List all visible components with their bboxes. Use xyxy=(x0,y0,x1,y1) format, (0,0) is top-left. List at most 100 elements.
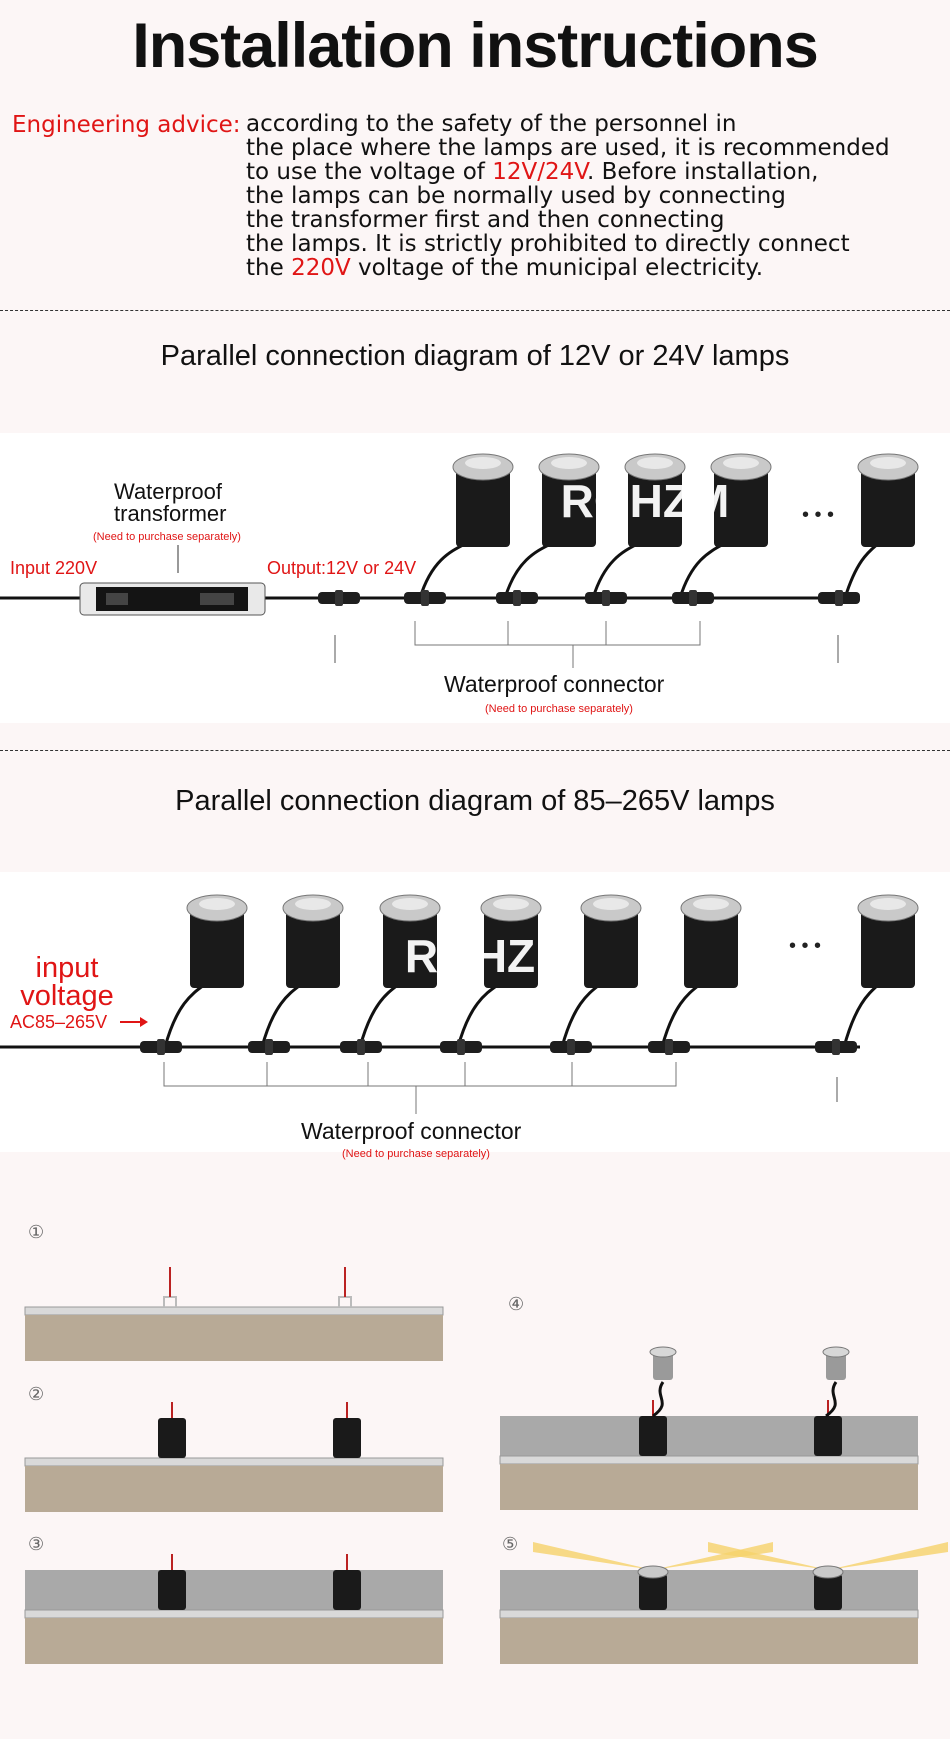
lamp-body xyxy=(484,908,538,988)
embedded-sleeve xyxy=(158,1402,186,1458)
ground-section xyxy=(24,1457,444,1512)
watermark: RGHZM xyxy=(561,475,730,527)
sleeve-body xyxy=(639,1574,667,1610)
advice-text-span: the xyxy=(246,255,292,281)
concrete-layer xyxy=(500,1570,918,1610)
sleeve-body xyxy=(814,1574,842,1610)
ac-range-label: AC85–265V xyxy=(10,1012,108,1032)
light-beam xyxy=(653,1542,773,1570)
diagram2-svg: • • • RGHZ xyxy=(0,894,919,1114)
wire-stub xyxy=(163,1267,177,1307)
sleeve-body xyxy=(158,1418,186,1458)
lamp-body xyxy=(826,1352,846,1380)
light-beam xyxy=(533,1542,653,1570)
wire-stub xyxy=(338,1267,352,1307)
lamp-lens xyxy=(465,457,501,469)
connector-note: (Need to purchase separately) xyxy=(342,1148,490,1160)
lamp-head xyxy=(649,1346,677,1418)
page-title: Installation instructions xyxy=(132,11,819,81)
connector-nut xyxy=(835,590,843,606)
connector-nut xyxy=(513,590,521,606)
pipe-layer xyxy=(499,1455,919,1465)
advice-text: according to the safety of the personnel… xyxy=(246,112,936,280)
advice-line: the place where the lamps are used, it i… xyxy=(246,135,890,161)
step-number: ① xyxy=(28,1222,45,1242)
connector-label: Waterproof connector xyxy=(444,671,665,697)
soil-layer xyxy=(25,1618,443,1664)
input-voltage-label: input voltage xyxy=(12,954,122,1012)
sleeve-body xyxy=(158,1570,186,1610)
transformer-label-line: transformer xyxy=(114,501,227,526)
lamp-lens xyxy=(693,898,729,910)
pipe-layer xyxy=(24,1457,444,1467)
soil-layer xyxy=(25,1315,443,1361)
lamp-body xyxy=(190,908,244,988)
connector-nut xyxy=(335,590,343,606)
soil-layer xyxy=(500,1618,918,1664)
lamp-wire xyxy=(652,1381,665,1418)
lamp-lens xyxy=(199,898,235,910)
lamp-body xyxy=(684,908,738,988)
lamp-row xyxy=(418,453,919,599)
connector-nut xyxy=(457,1039,465,1055)
lamp xyxy=(456,894,542,1048)
lamp-cap xyxy=(822,1346,850,1358)
connector-bracket xyxy=(163,1062,677,1114)
light-beam xyxy=(708,1542,828,1570)
lamp-head xyxy=(822,1346,850,1418)
lamp xyxy=(660,894,742,1048)
connector-nut xyxy=(157,1039,165,1055)
lamp-body xyxy=(861,908,915,988)
connector-row xyxy=(140,1039,857,1055)
lamp-lens xyxy=(870,457,906,469)
lamp xyxy=(418,453,514,599)
lamp xyxy=(560,894,642,1048)
lamp xyxy=(358,894,441,1048)
lamp-lens xyxy=(870,898,906,910)
advice-line: to use the voltage of 12V/24V. Before in… xyxy=(246,160,936,184)
advice-line: according to the safety of the personnel… xyxy=(246,111,737,137)
step-number: ⑤ xyxy=(502,1534,519,1554)
soil-layer xyxy=(25,1466,443,1512)
diagram1-title: Parallel connection diagram of 12V or 24… xyxy=(160,340,790,372)
ellipsis: • • • xyxy=(789,935,821,957)
lamp xyxy=(163,894,248,1048)
diagram2-title: Parallel connection diagram of 85–265V l… xyxy=(175,785,775,817)
transformer-label-line: Waterproof xyxy=(114,479,223,504)
diagram1-panel: • • • RGHZM Waterproof transformer (Need… xyxy=(0,433,950,723)
connector-nut xyxy=(567,1039,575,1055)
connector-nut xyxy=(665,1039,673,1055)
pipe-layer xyxy=(499,1609,919,1619)
lamp-lens xyxy=(295,898,331,910)
soil-layer xyxy=(500,1464,918,1510)
ellipsis: • • • xyxy=(802,504,834,526)
lamp-lens xyxy=(637,457,673,469)
transformer-note: (Need to purchase separately) xyxy=(93,531,241,543)
arrow-icon xyxy=(120,1017,148,1027)
lamp xyxy=(842,894,919,1048)
cable-loop xyxy=(338,1296,352,1307)
cable-loop xyxy=(163,1296,177,1307)
lamp-body xyxy=(584,908,638,988)
waterproof-connector xyxy=(440,1039,482,1055)
section-divider xyxy=(0,310,950,311)
waterproof-connector xyxy=(248,1039,290,1055)
step-number: ④ xyxy=(508,1294,525,1314)
ground-section xyxy=(24,1570,444,1664)
connector-nut xyxy=(357,1039,365,1055)
lamp-body xyxy=(628,467,682,547)
step-number: ② xyxy=(28,1384,45,1404)
advice-line: the lamps can be normally used by connec… xyxy=(246,183,786,209)
concrete-layer xyxy=(25,1570,443,1610)
connector-nut xyxy=(689,590,697,606)
lamp-lens xyxy=(551,457,587,469)
waterproof-connector xyxy=(550,1039,592,1055)
watermark: RGHZ xyxy=(405,930,535,982)
sleeve-body xyxy=(814,1416,842,1456)
lamp xyxy=(591,453,686,599)
light-beam xyxy=(828,1542,948,1570)
lamp xyxy=(678,453,772,599)
pipe-layer xyxy=(24,1609,444,1619)
diagram1-svg: • • • RGHZM xyxy=(0,453,919,668)
input-voltage-line: voltage xyxy=(20,980,114,1012)
